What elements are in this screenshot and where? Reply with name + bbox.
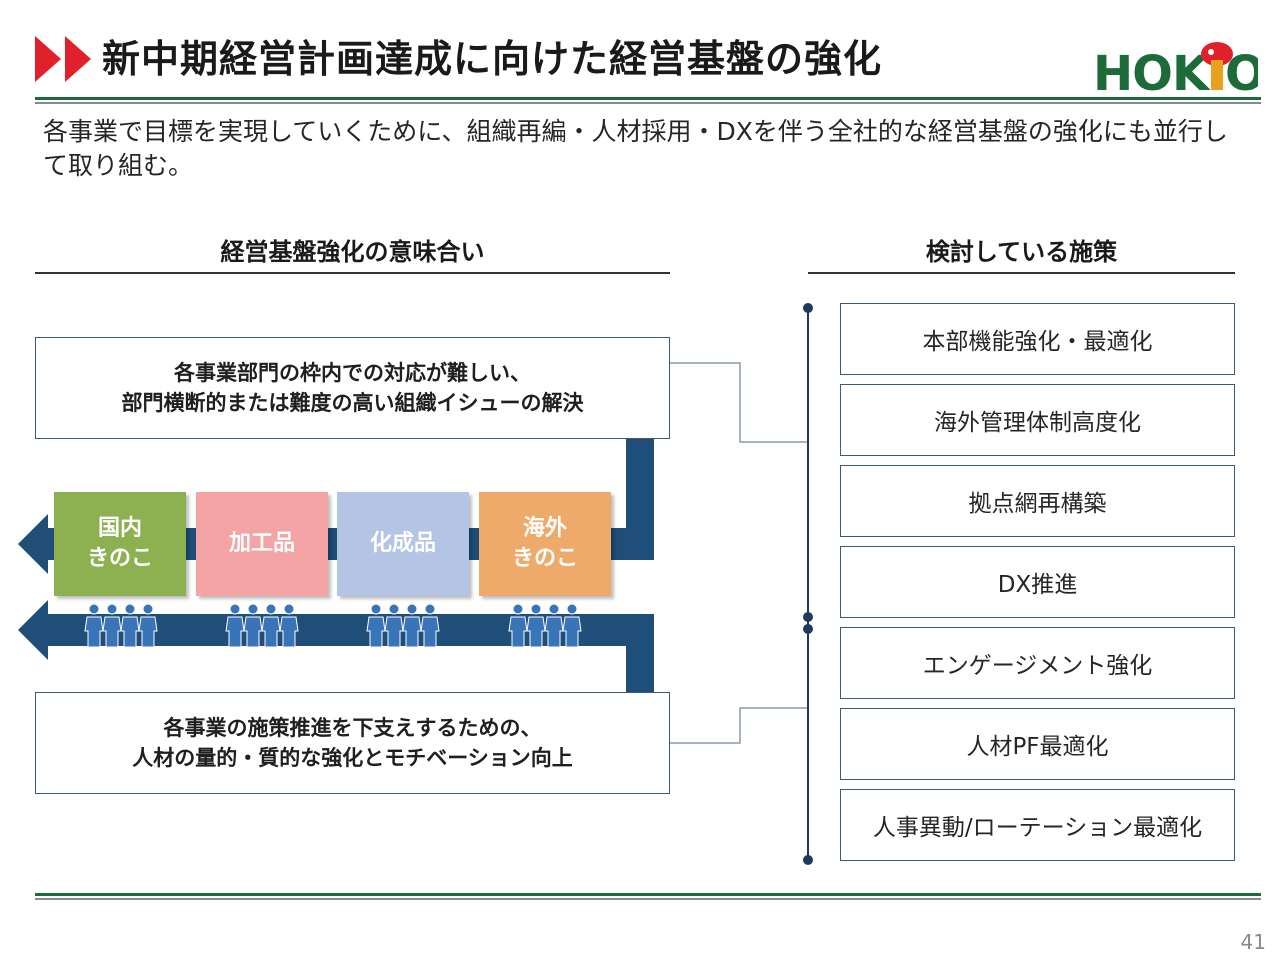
timeline-dot bbox=[803, 624, 813, 634]
measure-item: エンゲージメント強化 bbox=[840, 627, 1235, 699]
timeline-dot bbox=[803, 303, 813, 313]
measure-item: 人材PF最適化 bbox=[840, 708, 1235, 780]
business-box-processed-food: 加工品 bbox=[196, 492, 328, 596]
header-rule-green bbox=[35, 97, 1261, 100]
business-box-domestic-mushroom: 国内 きのこ bbox=[54, 492, 186, 596]
page-title: 新中期経営計画達成に向けた経営基盤の強化 bbox=[102, 37, 883, 81]
footer-rule-green bbox=[35, 893, 1261, 896]
measure-item: DX推進 bbox=[840, 546, 1235, 618]
left-section-heading: 経営基盤強化の意味合い bbox=[220, 238, 485, 266]
top-issue-box: 各事業部門の枠内での対応が難しい、 部門横断的または難度の高い組織イシューの解決 bbox=[35, 337, 670, 439]
people-group-icon bbox=[508, 603, 582, 648]
people-group-icon bbox=[225, 603, 299, 648]
timeline-dot bbox=[803, 612, 813, 622]
timeline-dot bbox=[803, 855, 813, 865]
page-number: 41 bbox=[1240, 930, 1266, 954]
bottom-arrow-head bbox=[18, 600, 48, 660]
top-arrow-head bbox=[18, 514, 48, 574]
bottom-connector bbox=[670, 707, 808, 744]
intro-text: 各事業で目標を実現していくために、組織再編・人材採用・DXを伴う全社的な経営基盤… bbox=[43, 117, 1228, 180]
business-box-chemical-products: 化成品 bbox=[337, 492, 469, 596]
footer-rule-gray bbox=[35, 898, 1261, 900]
hokto-logo: HOK O bbox=[1093, 38, 1266, 109]
svg-text:HOK: HOK bbox=[1093, 46, 1211, 98]
people-group-icon bbox=[366, 603, 440, 648]
top-connector bbox=[670, 362, 808, 443]
left-section-underline bbox=[35, 272, 670, 274]
measure-item: 海外管理体制高度化 bbox=[840, 384, 1235, 456]
right-section-underline bbox=[808, 272, 1235, 274]
people-group-icon bbox=[84, 603, 158, 648]
measure-item: 本部機能強化・最適化 bbox=[840, 303, 1235, 375]
business-box-overseas-mushroom: 海外 きのこ bbox=[479, 492, 611, 596]
title-arrows-icon bbox=[35, 36, 91, 82]
bottom-issue-box: 各事業の施策推進を下支えするための、 人材の量的・質的な強化とモチベーション向上 bbox=[35, 692, 670, 794]
header-rule-gray bbox=[35, 102, 1261, 104]
measure-item: 人事異動/ローテーション最適化 bbox=[840, 789, 1235, 861]
measure-item: 拠点網再構築 bbox=[840, 465, 1235, 537]
right-section-heading: 検討している施策 bbox=[925, 238, 1118, 266]
